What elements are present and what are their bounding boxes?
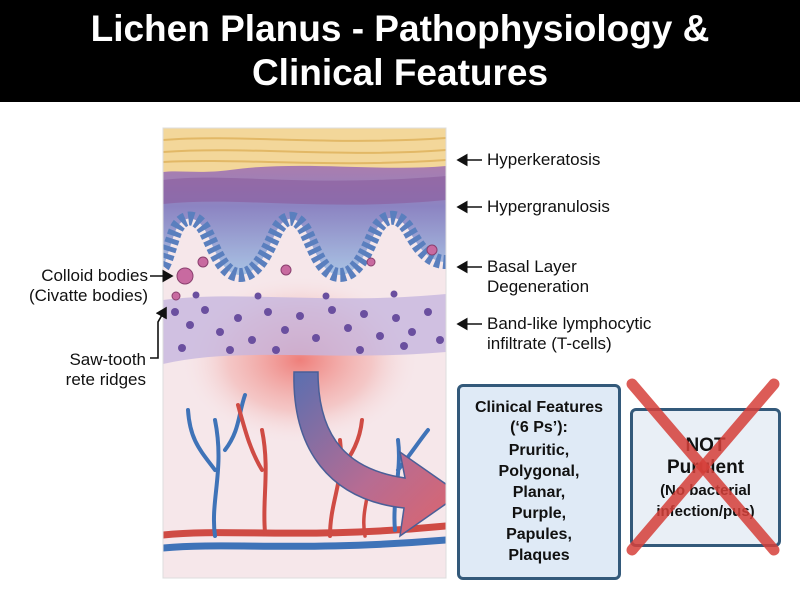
label-sawtooth: Saw-tooth rete ridges — [66, 350, 146, 390]
colloid-bodies — [171, 244, 438, 301]
tissue-layers — [163, 128, 446, 578]
arrow-sawtooth — [150, 306, 167, 359]
label-arrows — [150, 153, 482, 359]
label-band-line-2: infiltrate (T-cells) — [487, 334, 612, 353]
granular-layer — [163, 176, 446, 205]
curved-arrow — [293, 371, 446, 538]
clinical-features-heading-2: (‘6 Ps’): — [510, 419, 568, 436]
basal-cell-layer — [163, 210, 446, 283]
clinical-features-heading-1: Clinical Features — [474, 399, 604, 416]
feature-item: Polygonal, — [498, 463, 580, 480]
lymphocytes — [171, 290, 444, 354]
lymphocyte-band — [163, 294, 446, 364]
title-bar: Lichen Planus - Pathophysiology & Clinic… — [0, 0, 800, 102]
label-colloid-line-2: (Civatte bodies) — [28, 286, 148, 305]
label-basal-line-2: Degeneration — [487, 277, 590, 296]
feature-item: Purple, — [511, 505, 567, 522]
label-colloid-bodies: Colloid bodies (Civatte bodies) — [29, 266, 148, 306]
red-cross-icon — [626, 378, 780, 556]
label-band-line-1: Band-like lymphocytic — [487, 314, 652, 333]
feature-item: Plaques — [508, 547, 570, 564]
label-colloid-line-1: Colloid bodies — [41, 266, 148, 285]
diagram-title: Lichen Planus - Pathophysiology & Clinic… — [90, 8, 710, 93]
label-hyperkeratosis: Hyperkeratosis — [487, 150, 601, 169]
label-hypergranulosis: Hypergranulosis — [487, 197, 610, 216]
label-basal-layer: Basal Layer Degeneration — [487, 257, 589, 297]
feature-item: Pruritic, — [508, 442, 570, 459]
clinical-features-list: Pruritic, Polygonal, Planar, Purple, Pap… — [475, 440, 603, 566]
vein-main — [163, 536, 446, 552]
label-basal-line-1: Basal Layer — [487, 257, 577, 276]
label-band-infiltrate: Band-like lymphocytic infiltrate (T-cell… — [487, 314, 651, 354]
tissue-frame — [162, 127, 447, 579]
keratin-lines — [163, 137, 446, 165]
clinical-features-box: Clinical Features (‘6 Ps’): Pruritic, Po… — [457, 384, 621, 580]
label-sawtooth-line-1: Saw-tooth — [69, 350, 146, 369]
feature-item: Planar, — [512, 484, 566, 501]
label-sawtooth-line-2: rete ridges — [65, 370, 146, 389]
clinical-features-content: Clinical Features (‘6 Ps’): Pruritic, Po… — [475, 398, 603, 566]
feature-item: Papules, — [506, 526, 572, 543]
